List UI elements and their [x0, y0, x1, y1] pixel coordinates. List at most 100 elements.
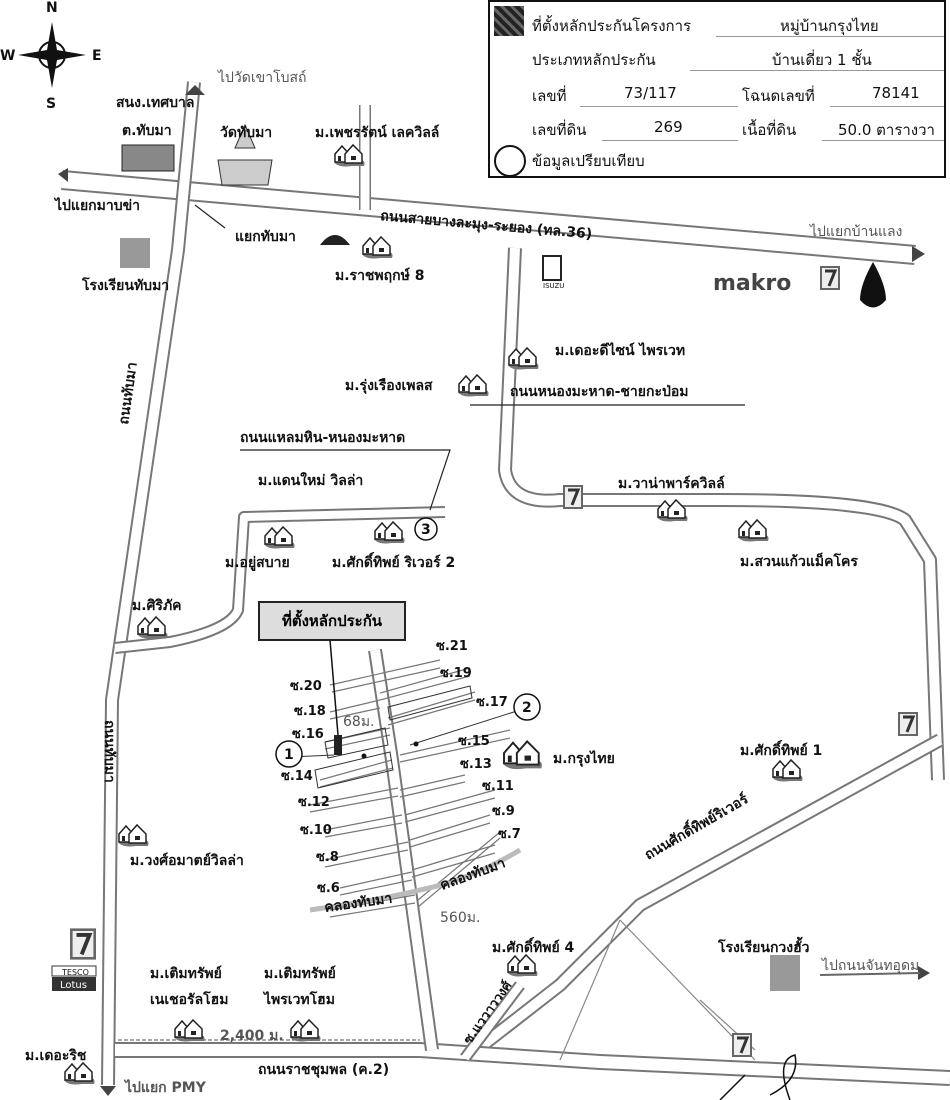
- label-yoosabai: ม.อยู่สบาย: [225, 555, 290, 571]
- compass-w: W: [0, 48, 15, 64]
- seven-eleven-icon: [70, 928, 96, 960]
- label-daenmai: ม.แดนใหม่ วิลล่า: [258, 471, 363, 489]
- svg-text:1: 1: [284, 747, 294, 763]
- house-icon: [501, 740, 543, 771]
- seven-eleven-icon: [563, 485, 583, 509]
- compass-icon: [18, 22, 86, 88]
- label-rungruang: ม.รุ่งเรืองเพลส: [345, 378, 433, 394]
- point-2: [413, 741, 419, 747]
- svg-text:TESCO: TESCO: [61, 968, 89, 977]
- comparison-circle-icon: [494, 145, 526, 177]
- shell-icon: [320, 235, 350, 245]
- label-dist-68: 68ม.: [343, 714, 375, 730]
- ptt-icon: [860, 262, 886, 308]
- seven-eleven-icon: [898, 712, 918, 736]
- legend-compare-label: ข้อมูลเปรียบเทียบ: [532, 152, 645, 170]
- pin-pointer: [329, 639, 339, 736]
- label-siriphak: ม.ศิริภัค: [132, 598, 182, 614]
- svg-text:ซ.6: ซ.6: [317, 881, 340, 896]
- school-kuang-icon: [770, 955, 800, 991]
- svg-text:ซ.16: ซ.16: [292, 727, 324, 742]
- svg-text:ซ.8: ซ.8: [316, 850, 339, 865]
- compass-s: S: [46, 96, 56, 112]
- arrow-down-icon: [100, 1086, 116, 1096]
- label-wongamat: ม.วงศ์อมาตย์วิลล่า: [130, 852, 244, 869]
- label-junction: แยกทับมา: [235, 229, 296, 245]
- arrow-right-icon: [912, 246, 925, 262]
- chanthudom-line: [819, 972, 921, 976]
- isuzu-icon: [542, 255, 562, 281]
- laemhin-pointer: [240, 449, 451, 511]
- legend-no-label: เลขที่: [532, 87, 567, 105]
- signature: [719, 1054, 797, 1100]
- svg-text:ซ.9: ซ.9: [492, 804, 515, 819]
- makro-logo: makro: [713, 271, 791, 296]
- label-sakthip-river2: ม.ศักดิ์ทิพย์ ริเวอร์ 2: [332, 551, 455, 571]
- svg-text:ซ.12: ซ.12: [298, 795, 330, 810]
- collateral-plot: [334, 735, 342, 755]
- svg-text:3: 3: [421, 522, 431, 538]
- legend-project-label: ที่ตั้งหลักประกันโครงการ: [532, 17, 692, 35]
- legend-deed-value: 78141: [872, 84, 920, 102]
- municipality-icon: [121, 144, 175, 172]
- house-icon: [117, 824, 150, 848]
- house-icon: [373, 521, 406, 545]
- svg-text:ซ.21: ซ.21: [436, 639, 468, 654]
- legend-area-value: 50.0 ตารางวา: [838, 121, 935, 139]
- house-icon: [737, 519, 770, 543]
- label-thapma-road-2: ถนนทับมา: [101, 720, 117, 783]
- label-laemhin-road: ถนนแหลมหิน-หนองมะหาด: [240, 430, 405, 446]
- canal: [309, 847, 522, 913]
- label-toemsap-nature-2: เนเชอรัลโฮม: [150, 990, 228, 1008]
- roads: [61, 81, 950, 1086]
- label-isuzu: ISUZU: [543, 282, 564, 290]
- svg-text:ซ.11: ซ.11: [482, 779, 514, 794]
- legend-type-value: บ้านเดี่ยว 1 ชั้น: [772, 51, 872, 69]
- label-nongmahad-road: ถนนหนองมะหาด-ชายกะป่อม: [510, 384, 689, 400]
- label-to-banlaeng: ไปแยกบ้านแลง: [809, 223, 902, 240]
- label-the-design: ม.เดอะดีไซน์ ไพรเวท: [555, 341, 685, 359]
- seven-eleven-icon: [732, 1033, 752, 1057]
- label-to-chanthudom: ไปถนนจันทอุดม: [821, 957, 919, 974]
- label-municipality-1: สนง.เทศบาล: [116, 95, 195, 111]
- label-ratchachumphon: ถนนราชชุมพล (ค.2): [258, 1062, 389, 1078]
- compass-e: E: [92, 48, 102, 64]
- svg-text:ซ.13: ซ.13: [460, 757, 492, 772]
- legend-project-value: หมู่บ้านกรุงไทย: [780, 17, 879, 35]
- label-wat: วัดทับมา: [220, 125, 272, 141]
- label-petcharat: ม.เพชรรัตน์ เลควิลล์: [315, 124, 439, 141]
- label-krungthai: ม.กรุงไทย: [553, 749, 615, 767]
- label-to-mabkha: ไปแยกมาบข่า: [53, 196, 140, 214]
- seven-eleven-icon: [820, 266, 840, 290]
- house-icon: [457, 374, 490, 398]
- svg-text:ซ.18: ซ.18: [294, 704, 326, 719]
- arrow-left-icon: [58, 168, 68, 182]
- map-labels: ไปวัดเขาโบสถ์ สนง.เทศบาล ต.ทับมา วัดทับม…: [25, 69, 919, 1096]
- label-the-rich: ม.เดอะริช: [25, 1048, 87, 1064]
- svg-text:ซ.17: ซ.17: [476, 695, 508, 710]
- label-sakthip4: ม.ศักดิ์ทิพย์ 4: [492, 936, 575, 956]
- house-icon: [289, 1019, 322, 1043]
- compass-n: N: [46, 0, 58, 16]
- soi-lines: [309, 659, 511, 918]
- collateral-hatch-icon: [494, 6, 524, 36]
- legend-type-label: ประเภทหลักประกัน: [532, 51, 656, 69]
- legend-land-no-label: เลขที่ดิน: [532, 121, 587, 139]
- label-to-wat: ไปวัดเขาโบสถ์: [217, 69, 307, 86]
- marker-2: 2: [513, 693, 541, 721]
- legend-land-no-value: 269: [654, 118, 683, 136]
- svg-text:ซ.14: ซ.14: [281, 769, 313, 784]
- label-dist-560: 560ม.: [440, 910, 480, 926]
- marker-3: 3: [414, 517, 438, 541]
- house-icon: [771, 759, 804, 783]
- arrow-up-icon: [185, 85, 205, 95]
- house-icon: [173, 1019, 206, 1043]
- legend-box: ที่ตั้งหลักประกันโครงการ หมู่บ้านกรุงไทย…: [488, 0, 946, 178]
- label-suankaew: ม.สวนแก้วแม็คโคร: [740, 552, 858, 570]
- svg-text:ซ.20: ซ.20: [290, 679, 322, 694]
- legend-no-value: 73/117: [624, 84, 677, 102]
- collateral-location-callout: ที่ตั้งหลักประกัน: [258, 601, 406, 641]
- label-toemsap-private-2: ไพรเวทโฮม: [262, 990, 335, 1008]
- label-school-thapma: โรงเรียนทับมา: [81, 276, 169, 294]
